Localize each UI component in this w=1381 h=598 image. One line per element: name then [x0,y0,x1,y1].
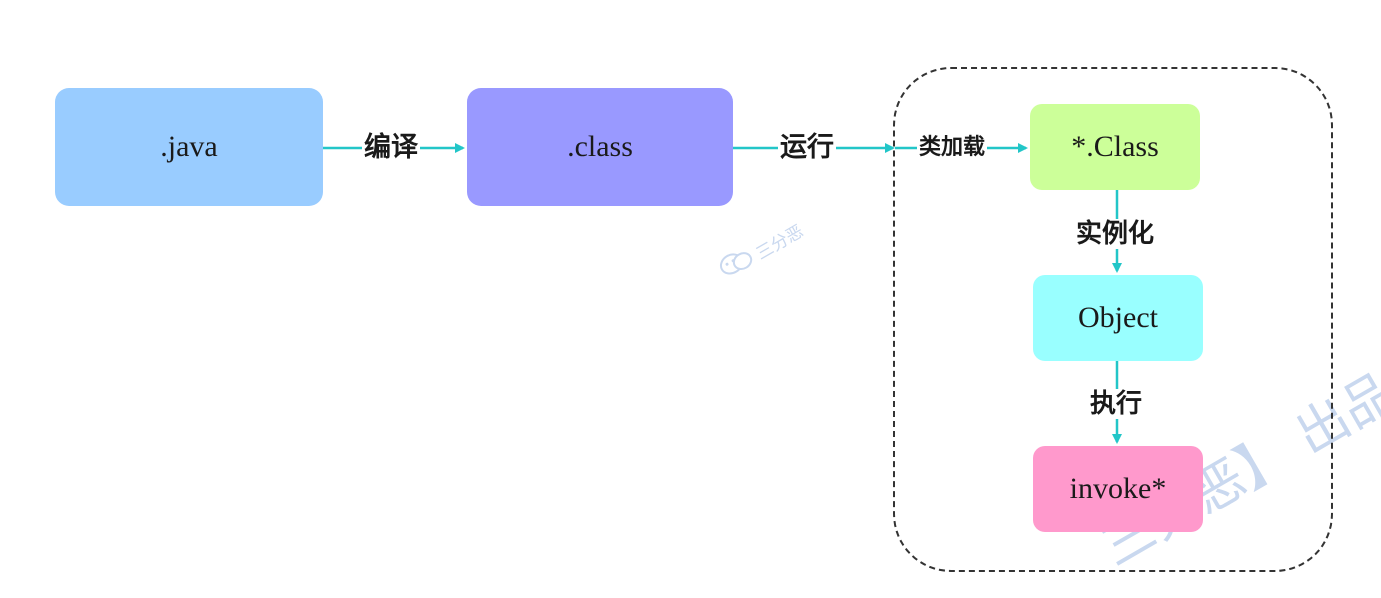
node-invoke: invoke* [1033,446,1203,532]
node-invoke-label: invoke* [1069,472,1167,505]
node-java-source: .java [55,88,323,206]
edge-run-label: 运行 [778,132,836,163]
node-object-label: Object [1078,301,1158,334]
edge-execute-label: 执行 [1088,389,1145,419]
node-class-object-label: *.Class [1071,130,1159,163]
wechat-icon [714,242,761,287]
node-class-file-label: .class [567,130,633,163]
runtime-group-boundary [893,67,1333,572]
node-class-file: .class [467,88,733,206]
node-object: Object [1033,275,1203,361]
node-class-object: *.Class [1030,104,1200,190]
node-java-source-label: .java [160,130,218,163]
edge-compile-label: 编译 [362,132,420,163]
watermark-small: 三分恶 [714,215,808,287]
edge-class-load-label: 类加载 [917,135,988,160]
edge-instantiate-label: 实例化 [1074,219,1157,249]
